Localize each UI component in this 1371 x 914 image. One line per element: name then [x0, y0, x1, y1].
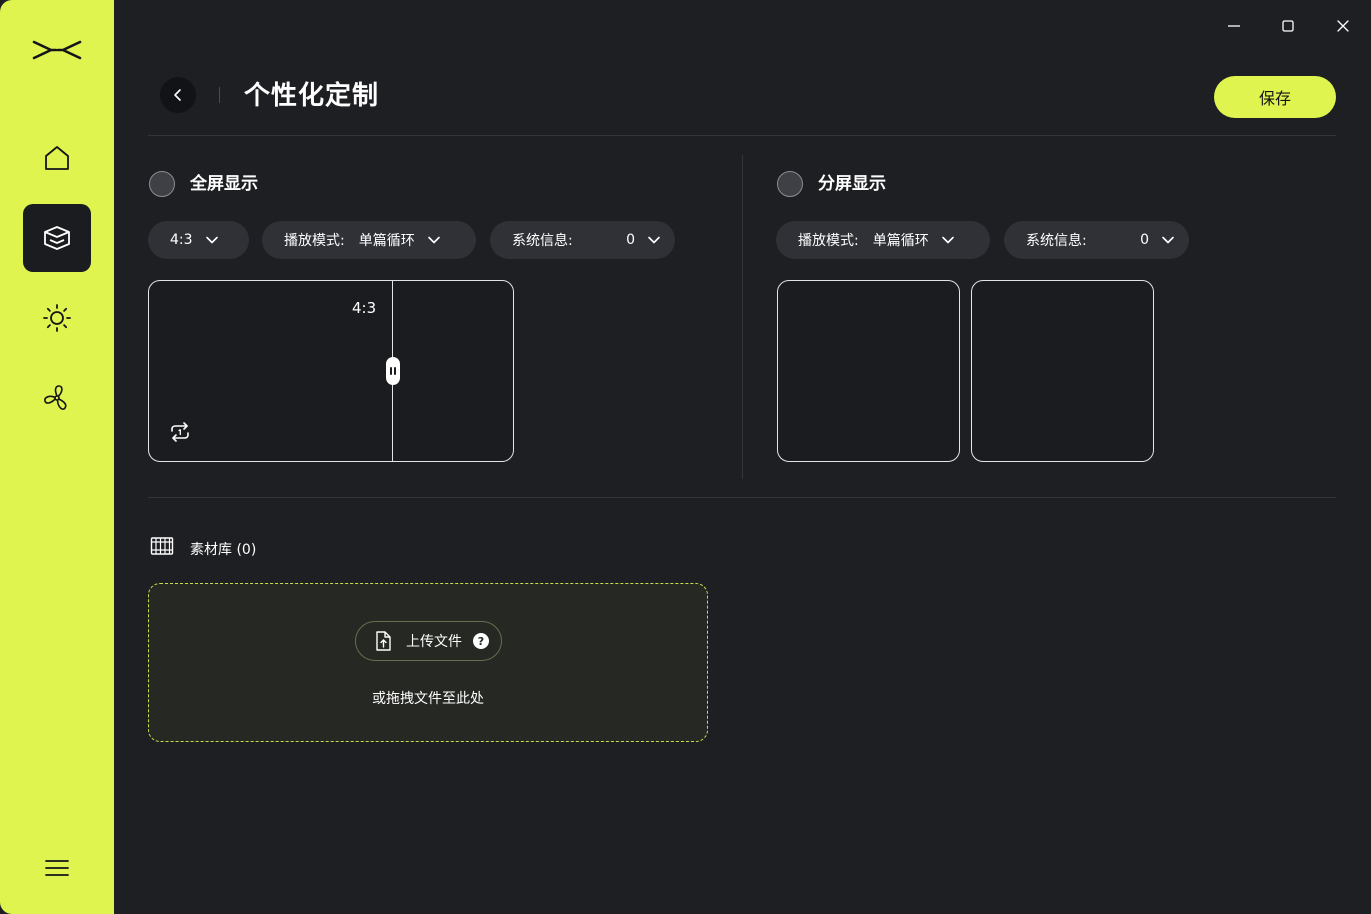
play-mode-value: 单篇循环 [358, 233, 415, 249]
header-divider-line [148, 135, 1336, 136]
splitscreen-title: 分屏显示 [818, 174, 886, 194]
home-icon [45, 146, 69, 170]
sidebar [0, 0, 114, 914]
sysinfo-value: 0 [1140, 232, 1149, 248]
library-title: 素材库 (0) [190, 542, 257, 558]
file-upload-icon [376, 631, 391, 651]
fan-icon [44, 385, 67, 410]
drop-hint: 或拖拽文件至此处 [372, 691, 484, 707]
chevron-down-icon [648, 236, 660, 244]
play-mode-label: 播放模式: [798, 233, 859, 249]
sidebar-item-customize[interactable] [23, 204, 91, 272]
ratio-dropdown[interactable]: 4:3 [148, 221, 249, 259]
maximize-icon [1282, 20, 1294, 32]
sysinfo-label: 系统信息: [1026, 233, 1087, 249]
split-preview-right[interactable] [971, 280, 1154, 462]
sysinfo-label: 系统信息: [512, 233, 573, 249]
save-button[interactable]: 保存 [1214, 76, 1336, 118]
section-divider [742, 155, 743, 479]
ratio-value: 4:3 [170, 232, 193, 248]
play-mode-value: 单篇循环 [872, 233, 929, 249]
header-divider [219, 87, 220, 103]
sidebar-item-lighting[interactable] [23, 284, 91, 352]
box-icon [44, 226, 70, 250]
fullscreen-title: 全屏显示 [190, 174, 258, 194]
fullscreen-radio[interactable] [149, 171, 175, 197]
chevron-down-icon [1162, 236, 1174, 244]
help-icon[interactable]: ? [473, 633, 489, 649]
play-mode-label: 播放模式: [284, 233, 345, 249]
page-title: 个性化定制 [244, 81, 380, 111]
chevron-down-icon [427, 236, 440, 244]
maximize-button[interactable] [1268, 12, 1308, 40]
split-preview-left[interactable] [777, 280, 960, 462]
preview-split-handle[interactable] [386, 357, 400, 385]
library-divider-line [148, 497, 1336, 498]
fullscreen-preview[interactable]: 4:3 [148, 280, 514, 462]
fullscreen-play-mode-dropdown[interactable]: 播放模式: 单篇循环 [262, 221, 476, 259]
chevron-down-icon [941, 236, 954, 244]
menu-icon[interactable] [43, 856, 71, 880]
preview-ratio-label: 4:3 [352, 299, 377, 317]
sidebar-item-home[interactable] [23, 124, 91, 192]
repeat-one-icon[interactable] [167, 419, 193, 445]
back-button[interactable] [160, 77, 196, 113]
sidebar-item-fan[interactable] [23, 364, 91, 432]
file-dropzone[interactable]: 上传文件 ? 或拖拽文件至此处 [148, 583, 708, 742]
minimize-icon [1228, 25, 1240, 27]
close-icon [1337, 20, 1349, 32]
chevron-down-icon [205, 236, 218, 244]
upload-file-label: 上传文件 [406, 634, 462, 650]
minimize-button[interactable] [1214, 12, 1254, 40]
splitscreen-play-mode-dropdown[interactable]: 播放模式: 单篇循环 [776, 221, 990, 259]
close-button[interactable] [1323, 12, 1363, 40]
upload-file-button[interactable]: 上传文件 ? [355, 621, 502, 661]
splitscreen-sysinfo-dropdown[interactable]: 系统信息: 0 [1004, 221, 1189, 259]
sysinfo-value: 0 [626, 232, 635, 248]
film-icon [150, 537, 174, 555]
logo-icon [32, 40, 82, 60]
sun-icon [43, 304, 71, 332]
chevron-left-icon [174, 89, 181, 101]
splitscreen-radio[interactable] [777, 171, 803, 197]
fullscreen-sysinfo-dropdown[interactable]: 系统信息: 0 [490, 221, 675, 259]
